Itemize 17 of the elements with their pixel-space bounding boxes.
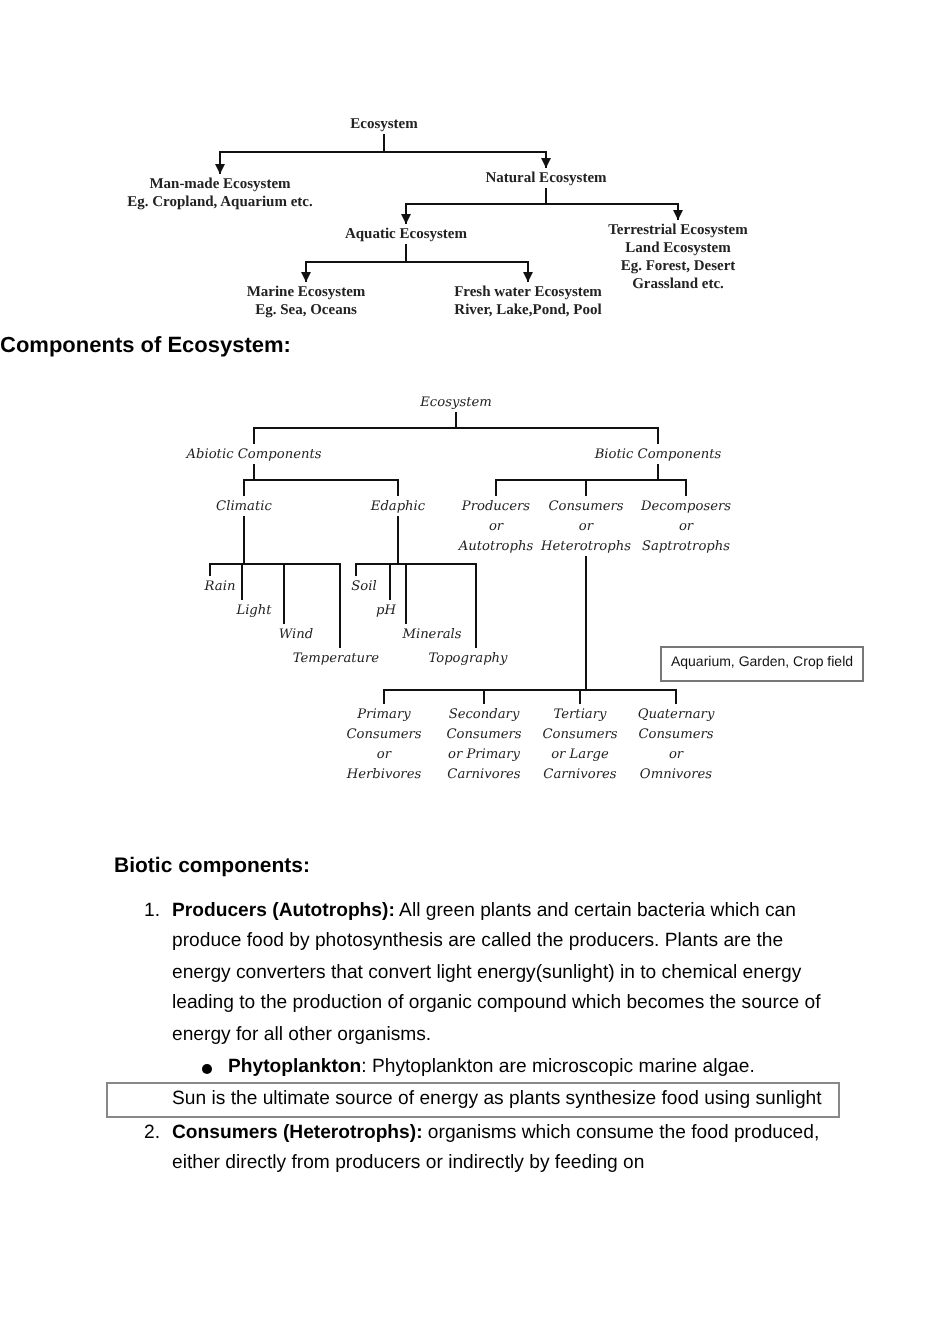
connector-line: [397, 515, 477, 649]
connector-line: [455, 411, 659, 445]
paragraph: Consumers (Heterotrophs): organisms which consume the food produced, either directly from producers or indirectly by feeding on: [172, 1119, 822, 1179]
arrow: [405, 243, 533, 283]
arrow: [545, 187, 683, 221]
note-box: Sun is the ultimate source of energy as plants synthesize food using sunlight: [106, 1082, 840, 1118]
connector-line: [585, 555, 677, 705]
connector-line: [253, 463, 399, 497]
connector-line: [657, 463, 687, 497]
list-number: 1.: [144, 897, 163, 926]
section-heading: Biotic components:: [114, 852, 313, 882]
arrow: [383, 133, 551, 169]
paragraph: Producers (Autotrophs): All green plants and certain bacteria which can produce food by photosynthesis are called the producers. Plants are the energy converters that convert light energy(sunlight) in to chemical energy leading to the production of organic compound which becomes the source of energy for all other organisms.: [172, 897, 823, 1050]
connector-line: [243, 515, 341, 649]
list-number: 2.: [144, 1119, 163, 1148]
section-heading: Components of Ecosystem:: [0, 334, 291, 358]
paragraph: Phytoplankton: Phytoplankton are microscopic marine algae.: [228, 1053, 757, 1082]
